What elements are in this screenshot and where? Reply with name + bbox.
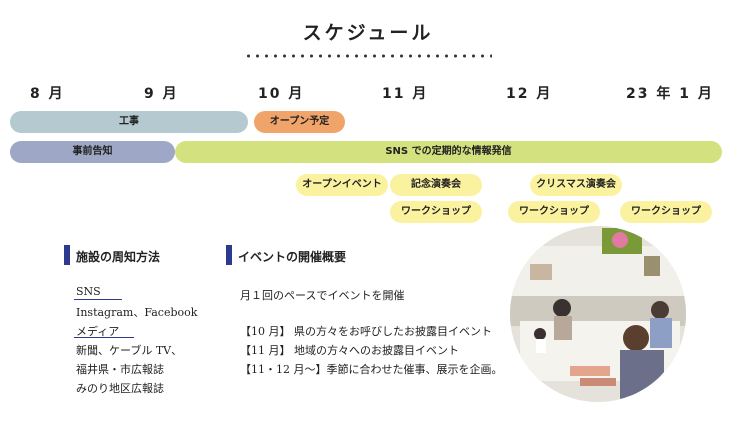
facility-sns-detail: Instagram、Facebook (76, 306, 198, 319)
event-heading-bar (226, 245, 232, 265)
workshop-photo-illustration (510, 226, 686, 402)
schedule-title: スケジュール (302, 22, 434, 44)
month-dec: 12 月 (506, 86, 553, 102)
facility-heading: 施設の周知方法 (76, 250, 161, 264)
event-line3: 【11 月】 地域の方々へのお披露目イベント (240, 344, 459, 357)
facility-media-line3: みのり地区広報誌 (76, 382, 164, 395)
pill-memorial-concert: 記念演奏会 (390, 174, 482, 196)
month-oct: 10 月 (258, 86, 305, 102)
bar-open-plan: オープン予定 (254, 111, 345, 133)
month-aug: 8 月 (30, 86, 65, 102)
facility-heading-bar (64, 245, 70, 265)
pill-open-event: オープンイベント (296, 174, 388, 196)
pill-workshop-dec: ワークショップ (508, 201, 600, 223)
pill-workshop-jan: ワークショップ (620, 201, 712, 223)
facility-media-line1: 新聞、ケーブル TV、 (76, 344, 183, 357)
workshop-photo (510, 226, 686, 402)
bar-construction: 工事 (10, 111, 248, 133)
facility-media-label: メディア (76, 325, 120, 338)
month-sep: 9 月 (144, 86, 179, 102)
media-underline (74, 337, 134, 338)
pill-christmas-concert: クリスマス演奏会 (530, 174, 622, 196)
month-jan: 23 年 1 月 (626, 86, 714, 102)
event-line1: 月１回のペースでイベントを開催 (240, 289, 405, 302)
event-heading: イベントの開催概要 (238, 250, 347, 264)
event-line2: 【10 月】 県の方々をお呼びしたお披露目イベント (240, 325, 492, 338)
title-dotted-underline (244, 53, 492, 59)
bar-pre-notice: 事前告知 (10, 141, 175, 163)
facility-media-line2: 福井県・市広報誌 (76, 363, 164, 376)
event-line4: 【11・12 月〜】季節に合わせた催事、展示を企画。 (240, 363, 503, 376)
bar-sns: SNS での定期的な情報発信 (175, 141, 722, 163)
pill-workshop-nov: ワークショップ (390, 201, 482, 223)
month-nov: 11 月 (382, 86, 429, 102)
facility-sns-label: SNS (76, 285, 101, 298)
sns-underline (74, 299, 122, 300)
